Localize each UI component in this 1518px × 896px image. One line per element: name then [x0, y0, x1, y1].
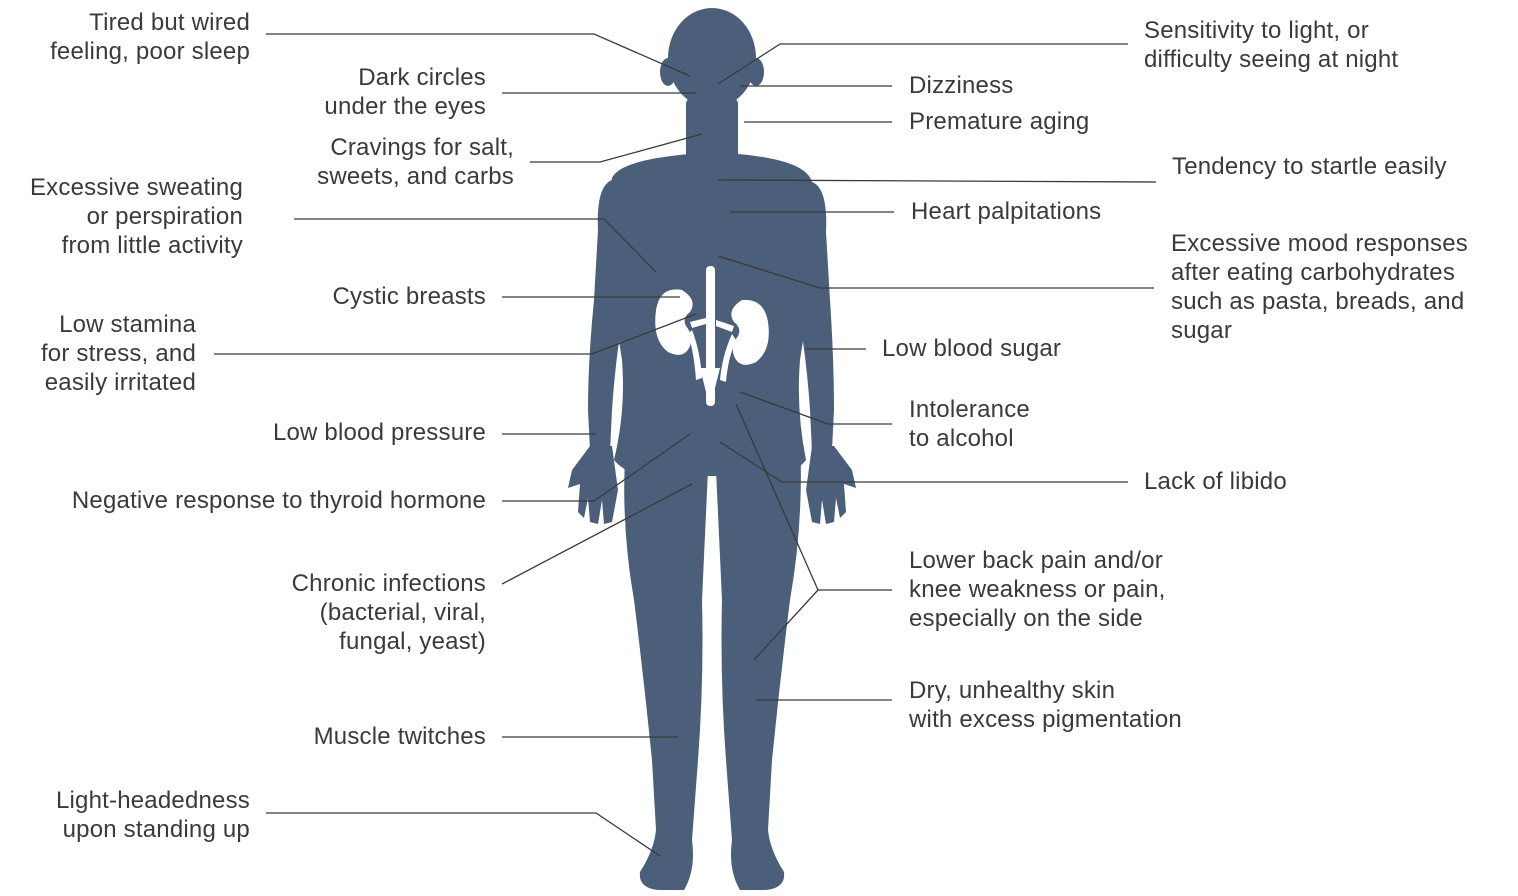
symptom-label: Tired but wired feeling, poor sleep [50, 8, 250, 66]
symptom-label: Muscle twitches [314, 722, 486, 751]
symptom-label: Low blood sugar [882, 334, 1061, 363]
body-silhouette [568, 8, 856, 890]
symptom-label: Lower back pain and/or knee weakness or … [909, 546, 1166, 633]
symptom-label: Low stamina for stress, and easily irrit… [41, 310, 196, 397]
symptom-label: Excessive sweating or perspiration from … [30, 173, 243, 260]
symptom-label: Cravings for salt, sweets, and carbs [317, 133, 514, 191]
symptom-label: Lack of libido [1144, 467, 1287, 496]
symptom-label: Sensitivity to light, or difficulty seei… [1144, 16, 1398, 74]
symptom-label: Dark circles under the eyes [324, 63, 486, 121]
symptom-label: Light-headedness upon standing up [56, 786, 250, 844]
symptom-label: Excessive mood responses after eating ca… [1171, 229, 1468, 345]
symptom-label: Chronic infections (bacterial, viral, fu… [292, 569, 486, 656]
symptom-label: Dry, unhealthy skin with excess pigmenta… [909, 676, 1182, 734]
symptom-label: Intolerance to alcohol [909, 395, 1030, 453]
symptom-label: Cystic breasts [332, 282, 486, 311]
symptom-label: Negative response to thyroid hormone [72, 486, 486, 515]
symptom-label: Premature aging [909, 107, 1089, 136]
symptom-label: Tendency to startle easily [1172, 152, 1447, 181]
symptom-label: Low blood pressure [273, 418, 486, 447]
symptom-label: Heart palpitations [911, 197, 1101, 226]
symptom-label: Dizziness [909, 71, 1014, 100]
